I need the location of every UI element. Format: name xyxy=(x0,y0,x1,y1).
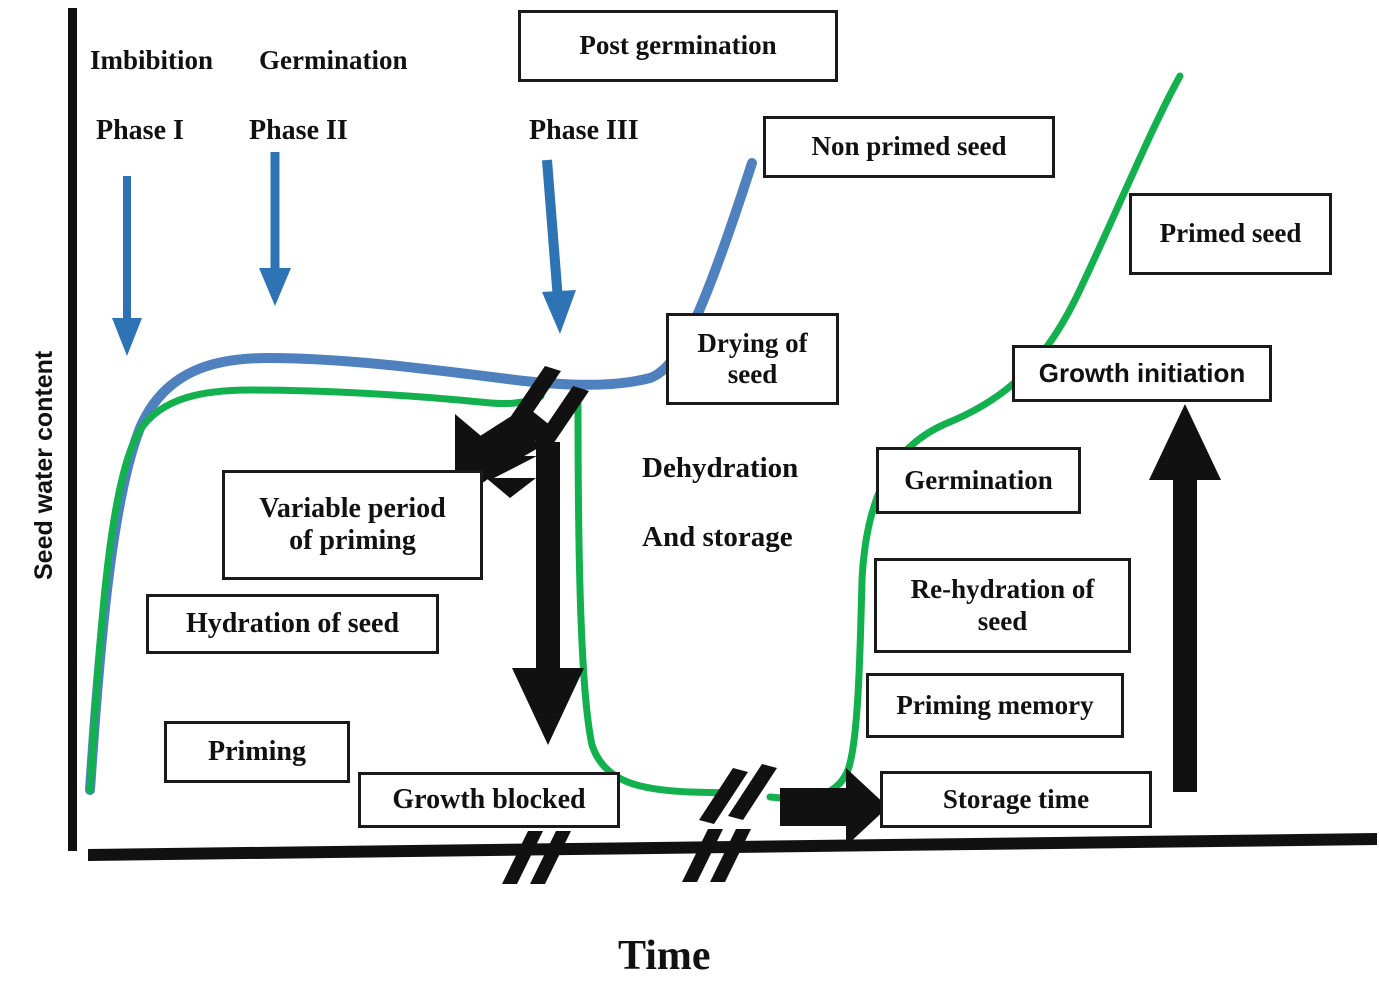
x-axis-break-right xyxy=(682,829,751,882)
box-germination[interactable]: Germination xyxy=(876,447,1081,514)
phase-iii-arrow xyxy=(542,159,576,334)
phase-ii-arrow xyxy=(259,152,291,306)
box-growth-blocked[interactable]: Growth blocked xyxy=(358,772,620,828)
box-post-germination[interactable]: Post germination xyxy=(518,10,838,82)
box-rehydration-of-seed[interactable]: Re-hydration of seed xyxy=(874,558,1131,653)
growth-initiation-up-arrow xyxy=(1149,404,1221,792)
box-storage-time[interactable]: Storage time xyxy=(880,771,1152,828)
box-priming[interactable]: Priming xyxy=(164,721,350,783)
storage-right-arrow xyxy=(780,768,888,846)
y-axis xyxy=(68,8,77,851)
box-primed-seed[interactable]: Primed seed xyxy=(1129,193,1332,275)
phase-ii-label: Phase II xyxy=(249,115,348,146)
box-growth-initiation[interactable]: Growth initiation xyxy=(1012,345,1272,402)
y-axis-label: Seed water content xyxy=(30,350,58,580)
x-axis-label: Time xyxy=(618,933,711,979)
phase-i-title: Imbibition xyxy=(90,45,214,75)
phase-iii-label: Phase III xyxy=(529,115,639,146)
phase-ii-title: Germination xyxy=(259,45,408,75)
phase-i-arrow xyxy=(112,176,142,356)
x-axis-break-left xyxy=(502,831,571,884)
priming-pointer-arrow xyxy=(455,410,556,498)
curve-break-right xyxy=(699,764,777,824)
and-storage-text: And storage xyxy=(642,521,793,553)
box-drying-of-seed[interactable]: Drying of seed xyxy=(666,313,839,405)
box-hydration-of-seed[interactable]: Hydration of seed xyxy=(146,594,439,654)
dehydration-text: Dehydration xyxy=(642,452,799,484)
curve-primed-seed-storage xyxy=(574,400,734,797)
box-priming-memory[interactable]: Priming memory xyxy=(866,673,1124,738)
box-non-primed-seed[interactable]: Non primed seed xyxy=(763,116,1055,178)
curve-primed-seed-hydration xyxy=(86,386,545,794)
phase-i-label: Phase I xyxy=(96,115,184,146)
growth-blocked-down-arrow xyxy=(512,442,584,745)
box-variable-period-of-priming[interactable]: Variable period of priming xyxy=(222,470,483,580)
